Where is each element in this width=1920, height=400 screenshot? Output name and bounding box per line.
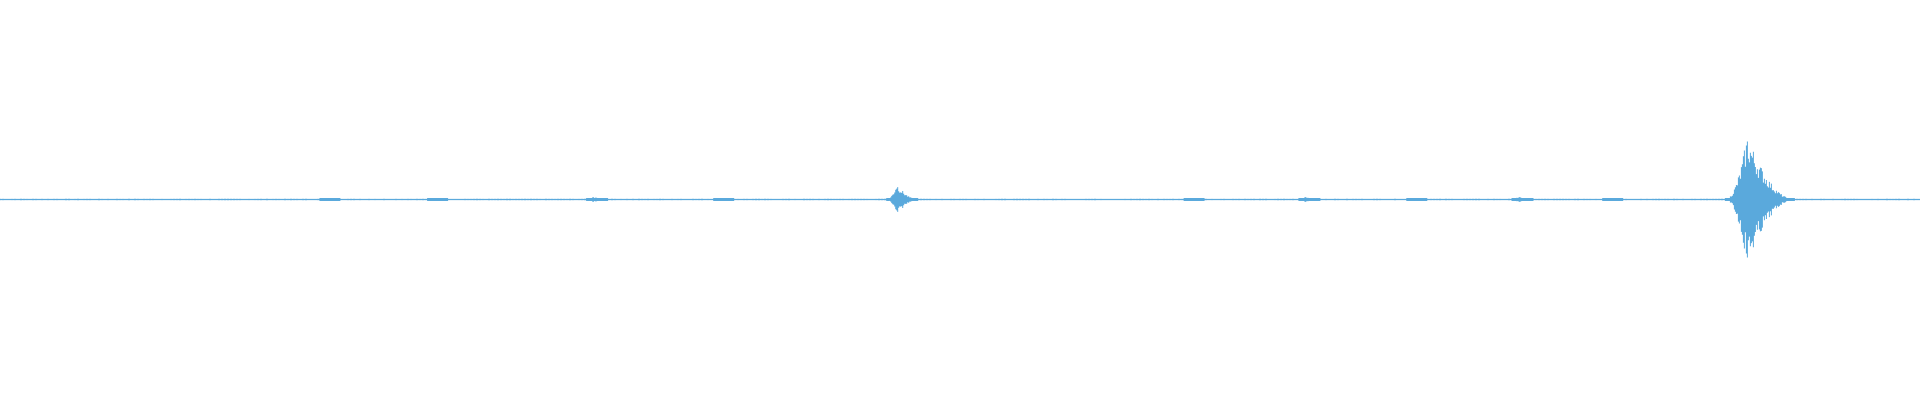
waveform-burst — [1511, 197, 1534, 202]
waveform-burst — [319, 198, 341, 201]
waveform-baseline-noise — [0, 198, 1918, 201]
waveform-burst — [1298, 197, 1321, 202]
waveform-burst — [1724, 141, 1795, 258]
waveform-burst — [586, 197, 609, 202]
waveform-burst — [713, 198, 735, 201]
waveform-burst — [1183, 198, 1205, 201]
waveform-burst — [427, 198, 449, 201]
waveform-burst — [1602, 198, 1624, 201]
waveform-burst — [886, 187, 919, 212]
waveform-bursts — [0, 141, 1918, 258]
waveform-burst — [1406, 198, 1428, 201]
